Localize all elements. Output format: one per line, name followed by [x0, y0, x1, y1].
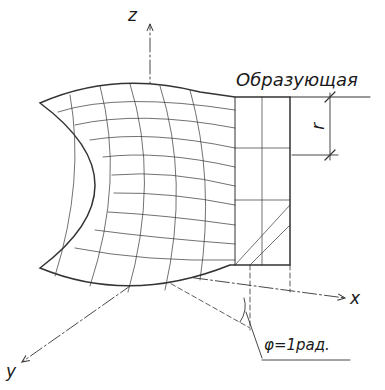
projection-line [290, 265, 291, 292]
angle-label: φ=1рад. [264, 337, 330, 354]
surface-outline [40, 83, 290, 286]
dimension-line [330, 93, 331, 160]
leader-shelf [262, 360, 350, 361]
dimension-tick [325, 92, 335, 102]
projection-line [250, 265, 251, 330]
part-label: Образующая [236, 70, 358, 90]
dimension-label: r [309, 123, 328, 130]
angle-arc [240, 298, 245, 322]
surface-grid [55, 84, 290, 292]
generatrix-edge [235, 97, 236, 265]
dimension-tick [325, 150, 335, 160]
axis-label: z [128, 6, 137, 25]
axis-label: x [350, 289, 360, 308]
leader-line [246, 312, 262, 358]
axis-label: y [6, 362, 16, 381]
